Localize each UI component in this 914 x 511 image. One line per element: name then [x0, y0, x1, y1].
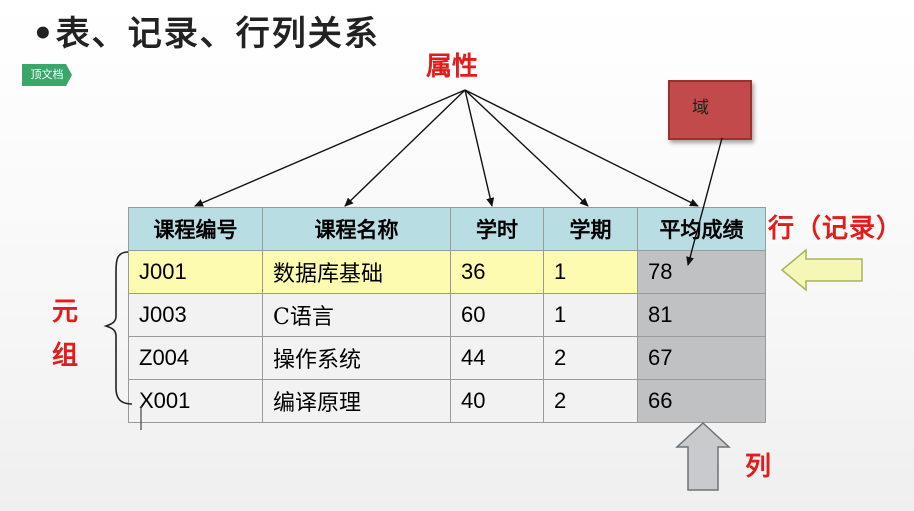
doc-badge: 顶文档: [22, 64, 72, 86]
domain-box: 域: [668, 80, 752, 140]
table-cell: 操作系统: [262, 336, 451, 380]
table-row: J001 数据库基础 36 1 78: [128, 250, 766, 294]
table-row: Z004 操作系统 44 2 67: [128, 336, 766, 380]
tuple-label: 元 组: [50, 290, 80, 378]
table-cell: X001: [128, 379, 263, 423]
attribute-arrow: [464, 89, 589, 207]
header-cell: 课程编号: [128, 207, 263, 251]
row-arrow: [780, 248, 863, 292]
header-cell: 课程名称: [262, 207, 451, 251]
header-cell: 学期: [543, 207, 638, 251]
table-cell: 编译原理: [262, 379, 451, 423]
table-cell: 2: [543, 336, 638, 380]
page-title: •表、记录、行列关系: [32, 14, 380, 54]
attribute-arrows: [194, 89, 699, 207]
table-cell: 67: [637, 336, 766, 380]
table-cell: 60: [450, 293, 544, 337]
table-cell: 78: [637, 250, 766, 294]
attribute-label: 属性: [426, 52, 479, 82]
attribute-arrow: [194, 89, 466, 207]
table-cell: 81: [637, 293, 766, 337]
table-cell: 40: [450, 379, 544, 423]
table-cell: Z004: [128, 336, 263, 380]
table-cell: 1: [543, 250, 638, 294]
tuple-label-char-1: 元: [51, 297, 78, 327]
table-cell: 1: [543, 293, 638, 337]
tuple-label-char-2: 组: [51, 341, 78, 371]
table-cell: J003: [128, 293, 263, 337]
table-cell: 2: [543, 379, 638, 423]
row-label: 行（记录）: [768, 214, 904, 244]
domain-arrow: [686, 137, 723, 266]
header-cell: 学时: [450, 207, 544, 251]
table-cell: J001: [128, 250, 263, 294]
table-cell: 66: [637, 379, 766, 423]
table-row: X001 编译原理 40 2 66: [128, 379, 766, 423]
attribute-arrow: [464, 89, 699, 207]
relation-table: 课程编号 课程名称 学时 学期 平均成绩 J001 数据库基础 36 1 78 …: [128, 207, 766, 423]
tuple-brace: [103, 251, 133, 405]
attribute-arrow: [464, 89, 495, 207]
attribute-arrow: [344, 89, 466, 207]
column-label: 列: [745, 452, 772, 482]
table-cell: 数据库基础: [262, 250, 451, 294]
column-arrow: [675, 421, 731, 491]
header-row: 课程编号 课程名称 学时 学期 平均成绩: [128, 207, 766, 251]
table-cell: 44: [450, 336, 544, 380]
